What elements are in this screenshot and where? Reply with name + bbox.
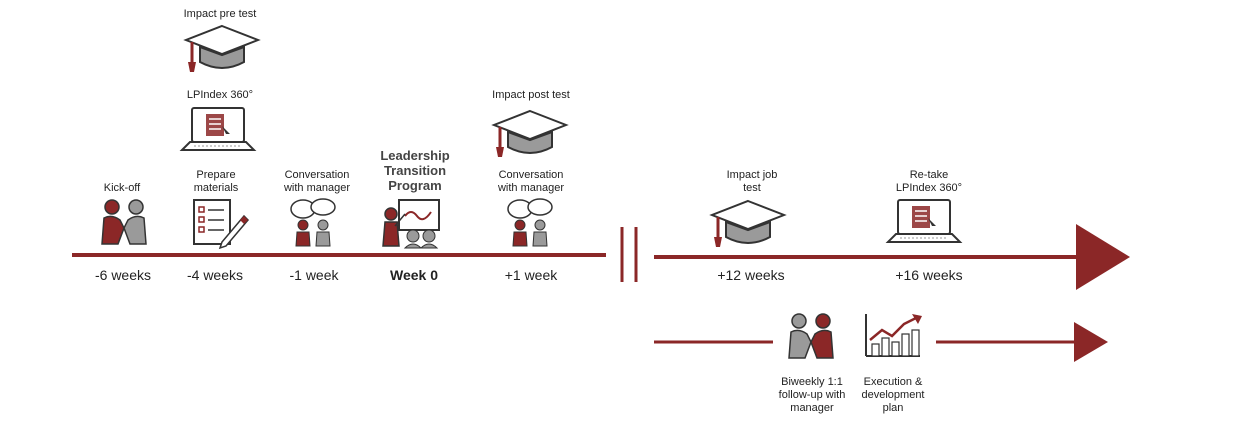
lpindex-label: LPIndex 360° bbox=[186, 89, 254, 101]
impact-post-test-label: Impact post test bbox=[492, 89, 570, 101]
week-label: +12 weeks bbox=[717, 267, 785, 283]
milestone-label-prepare: Prepare materials bbox=[193, 169, 239, 194]
week-label: -6 weeks bbox=[94, 267, 152, 283]
handshake-icon bbox=[788, 313, 834, 359]
presentation-icon bbox=[382, 199, 440, 249]
conversation-icon bbox=[507, 198, 553, 247]
week-label: -4 weeks bbox=[186, 267, 244, 283]
impact-pre-test-label: Impact pre test bbox=[183, 8, 257, 20]
week-label: +1 week bbox=[504, 267, 558, 283]
conversation-icon bbox=[290, 198, 336, 247]
growth-chart-icon bbox=[865, 314, 922, 357]
milestone-label-kickoff: Kick-off bbox=[103, 182, 141, 194]
handshake-icon bbox=[101, 199, 147, 245]
followup-arrowhead bbox=[1074, 322, 1108, 362]
graduation-cap-icon bbox=[183, 24, 261, 72]
laptop-icon bbox=[179, 107, 257, 151]
bottom-label-execution: Execution & development plan bbox=[861, 376, 925, 414]
graduation-cap-icon bbox=[709, 199, 787, 247]
week-label: +16 weeks bbox=[895, 267, 963, 283]
laptop-icon bbox=[885, 199, 963, 243]
bottom-label-followup: Biweekly 1:1 follow-up with manager bbox=[778, 376, 846, 414]
graduation-cap-icon bbox=[491, 109, 569, 157]
checklist-icon bbox=[193, 199, 250, 250]
milestone-label-program: Leadership Transition Program bbox=[380, 148, 450, 193]
milestone-label-conversation-1: Conversation with manager bbox=[283, 169, 351, 194]
milestone-label-retake: Re-take LPIndex 360° bbox=[895, 169, 963, 194]
timeline-arrowhead bbox=[1076, 224, 1130, 290]
week-label: -1 week bbox=[289, 267, 339, 283]
milestone-label-impact-job: Impact job test bbox=[726, 169, 778, 194]
milestone-label-conversation-2: Conversation with manager bbox=[497, 169, 565, 194]
week-label-current: Week 0 bbox=[390, 267, 438, 283]
